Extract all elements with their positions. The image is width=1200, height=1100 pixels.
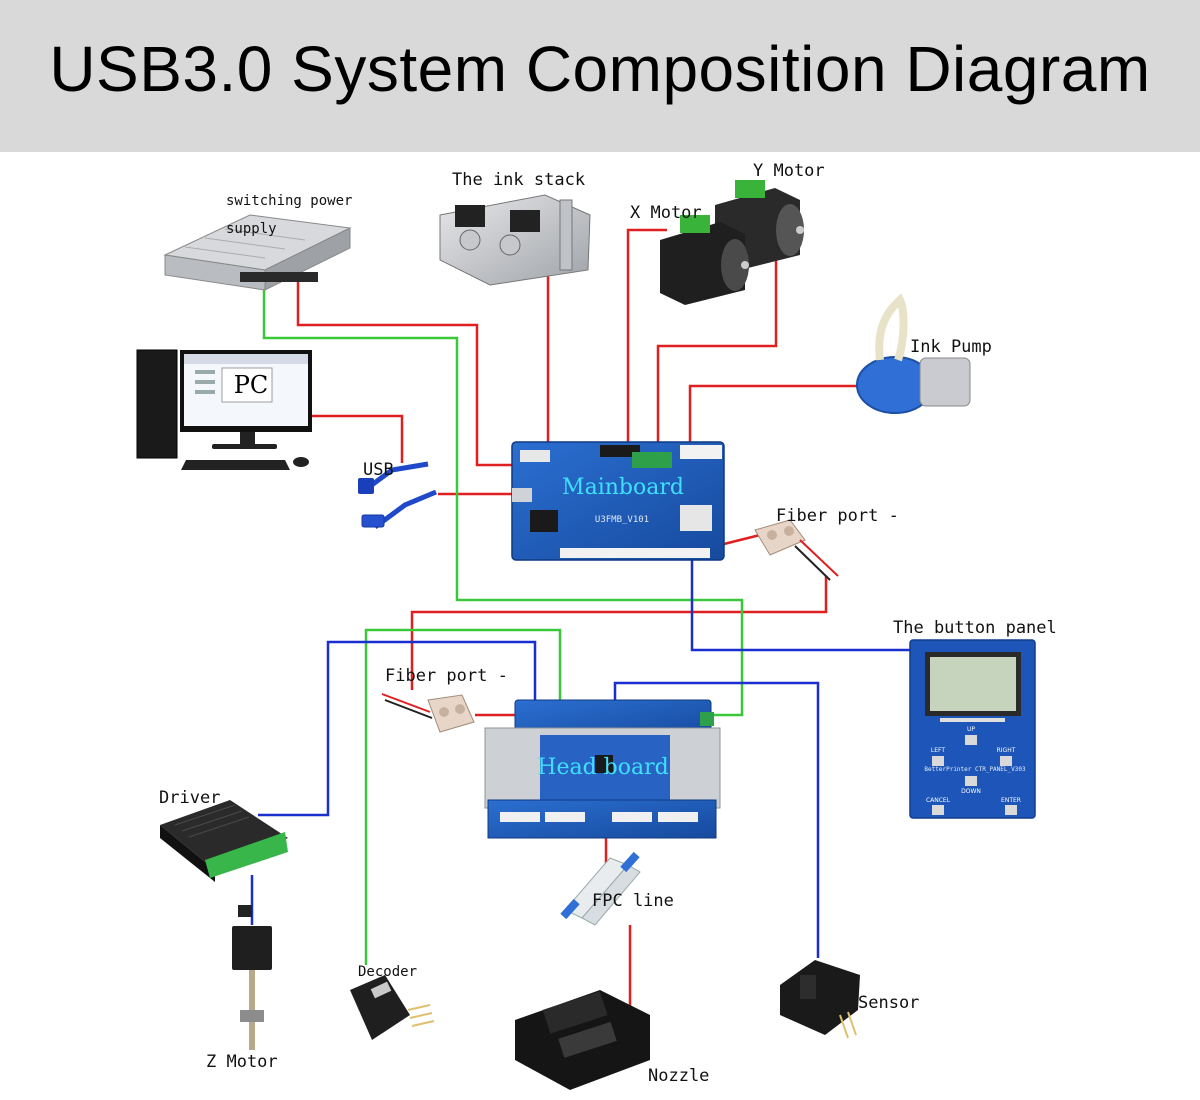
red-wire-x-motor	[626, 228, 667, 452]
ink-pump	[856, 293, 971, 414]
red-wire-fiber-loop	[410, 576, 828, 690]
fiber-port-bottom	[381, 693, 475, 733]
label-button-panel: The button panel	[893, 618, 1057, 638]
switching-power-supply	[163, 214, 352, 291]
button-panel: BetterPrinter CTR_PANEL_V303	[909, 639, 1036, 819]
label-x-motor: X Motor	[630, 203, 702, 223]
panel-key-left: LEFT	[931, 747, 945, 754]
blue-wire-sensor	[613, 681, 820, 958]
label-switching-power: switching power supply	[226, 193, 361, 237]
label-decoder: Decoder	[358, 964, 417, 980]
panel-code: BetterPrinter CTR_PANEL_V303	[924, 766, 1026, 773]
label-fiber-port-top: Fiber port -	[776, 506, 899, 526]
label-switching-power-line1: switching power	[226, 193, 352, 209]
labels: switching power supply The ink stack X M…	[159, 161, 1057, 1086]
mainboard: U3FMB_V101	[511, 441, 725, 561]
red-wire-ink-pump	[688, 384, 870, 445]
usb-cables	[358, 461, 437, 530]
mainboard-code: U3FMB_V101	[595, 515, 649, 525]
label-ink-pump: Ink Pump	[910, 337, 992, 357]
ink-stack	[439, 194, 591, 286]
label-mainboard: Mainboard	[562, 475, 684, 500]
red-wire-power	[296, 282, 512, 467]
nozzle-printhead	[515, 990, 650, 1090]
label-head-board: Head board	[537, 755, 668, 780]
label-driver: Driver	[159, 788, 220, 808]
label-fpc-line: FPC line	[592, 891, 674, 911]
label-nozzle: Nozzle	[648, 1066, 709, 1086]
optical-sensor	[780, 960, 860, 1039]
panel-key-cancel: CANCEL	[926, 797, 951, 804]
decoder	[350, 975, 435, 1040]
power-mesh-pattern	[184, 228, 306, 259]
label-switching-power-line2: supply	[226, 221, 277, 237]
label-y-motor: Y Motor	[753, 161, 825, 181]
blue-wire-driver	[258, 640, 537, 817]
label-z-motor: Z Motor	[206, 1052, 278, 1072]
red-wire-pc	[312, 414, 404, 463]
panel-buttons	[932, 735, 1017, 815]
green-wire-power	[262, 282, 744, 717]
title-banner: USB3.0 System Composition Diagram	[0, 0, 1200, 152]
fiber-port-top	[754, 519, 839, 581]
label-ink-stack: The ink stack	[452, 170, 585, 190]
label-fiber-port-bottom: Fiber port -	[385, 666, 508, 686]
label-pc: PC	[234, 371, 269, 399]
blue-wire-button-panel	[690, 558, 910, 652]
label-sensor: Sensor	[858, 993, 919, 1013]
diagram-title: USB3.0 System Composition Diagram	[49, 33, 1151, 105]
fpc-cable	[560, 851, 641, 926]
stepper-driver	[160, 800, 288, 882]
red-wire-y-motor	[656, 258, 778, 452]
panel-key-up: UP	[967, 726, 975, 733]
pc-computer	[136, 349, 312, 470]
green-wire-decoder	[364, 628, 562, 965]
label-usb: USB	[363, 460, 394, 480]
panel-key-down: DOWN	[961, 788, 981, 795]
red-wire-fiber-top	[719, 533, 761, 547]
head-board	[484, 699, 721, 839]
z-motor	[232, 905, 272, 1050]
wiring	[250, 228, 910, 1008]
panel-key-right: RIGHT	[997, 747, 1016, 754]
x-motor	[660, 215, 749, 305]
panel-key-enter: ENTER	[1001, 797, 1021, 804]
